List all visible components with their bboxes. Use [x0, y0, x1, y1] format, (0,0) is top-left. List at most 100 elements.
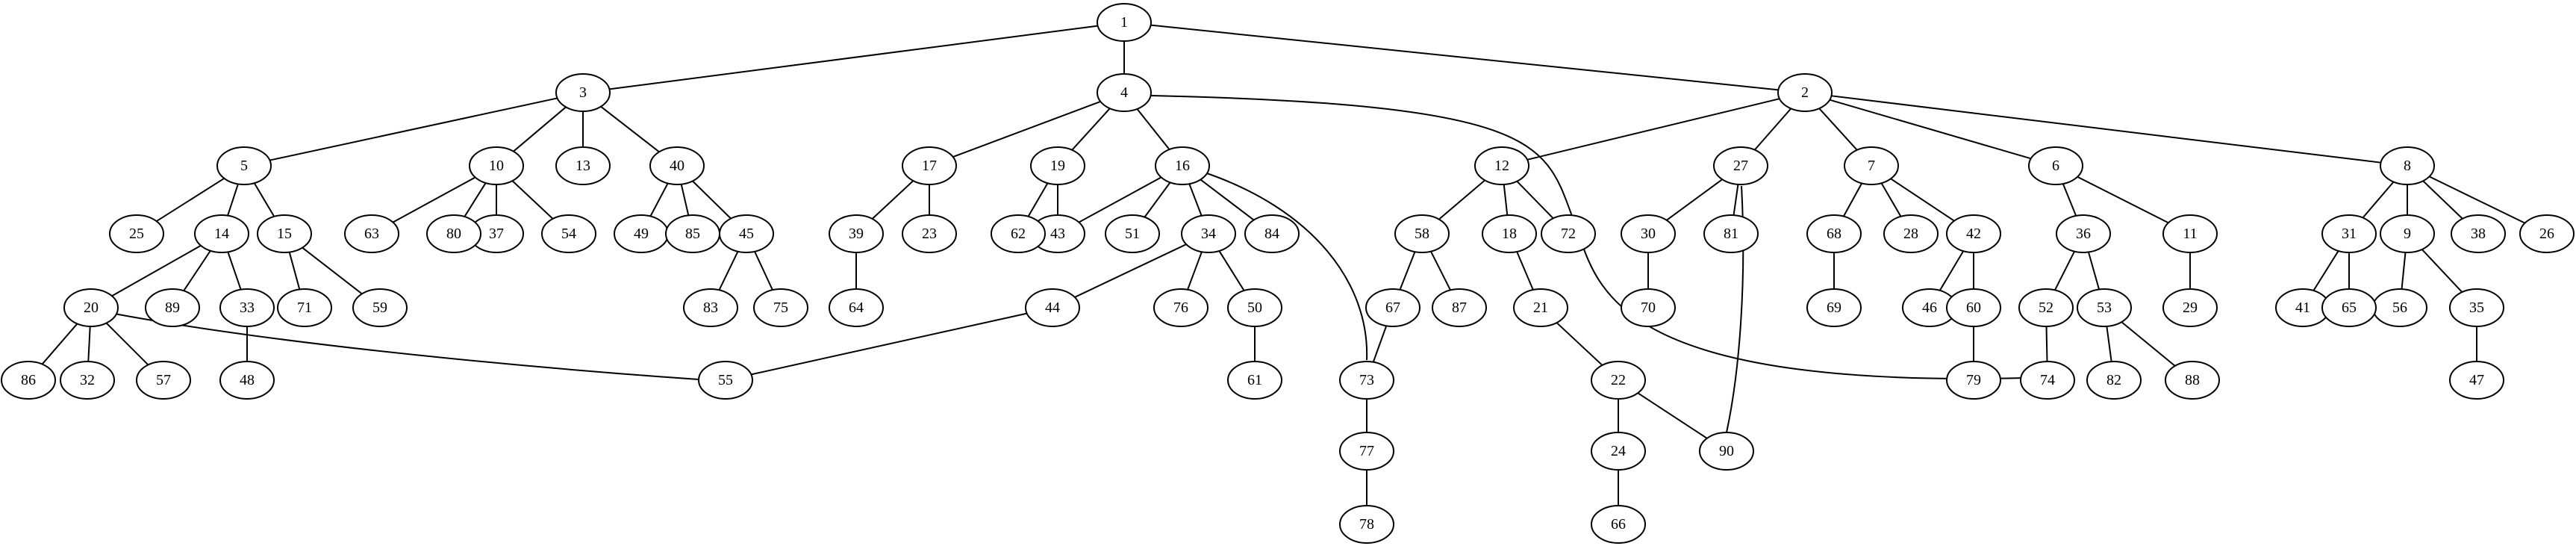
edge-3-10	[513, 106, 567, 152]
node-ellipse	[1339, 432, 1394, 471]
edge-16-73	[1202, 171, 1368, 361]
node-label: 17	[922, 158, 937, 174]
node-25: 25	[109, 214, 164, 253]
node-ellipse	[194, 214, 249, 253]
edge-31-41	[2313, 250, 2339, 291]
node-label: 35	[2469, 300, 2484, 316]
edge-10-54	[511, 180, 554, 220]
node-88: 88	[2165, 361, 2220, 400]
node-ellipse	[1482, 214, 1537, 253]
node-label: 26	[2539, 226, 2554, 242]
node-ellipse	[1541, 214, 1596, 253]
node-70: 70	[1621, 288, 1676, 327]
node-label: 5	[240, 158, 248, 174]
node-label: 73	[1359, 372, 1374, 388]
node-label: 65	[2342, 300, 2357, 316]
node-76: 76	[1153, 288, 1209, 327]
node-ellipse	[1703, 214, 1759, 253]
node-label: 44	[1045, 300, 1060, 316]
node-ellipse	[1806, 288, 1862, 327]
node-ellipse	[1591, 361, 1646, 400]
node-label: 30	[1641, 226, 1656, 242]
node-ellipse	[1244, 214, 1300, 253]
node-36: 36	[2056, 214, 2111, 253]
node-ellipse	[2165, 361, 2220, 400]
node-ellipse	[1105, 214, 1160, 253]
node-ellipse	[277, 288, 332, 327]
node-label: 33	[240, 300, 255, 316]
node-ellipse	[1621, 288, 1676, 327]
node-10: 10	[469, 146, 524, 185]
node-ellipse	[2162, 214, 2218, 253]
node-ellipse	[1025, 288, 1080, 327]
node-42: 42	[1946, 214, 2001, 253]
node-ellipse	[1, 361, 56, 400]
node-28: 28	[1883, 214, 1939, 253]
node-ellipse	[1513, 288, 1568, 327]
node-ellipse	[665, 214, 720, 253]
node-17: 17	[902, 146, 957, 185]
node-68: 68	[1806, 214, 1862, 253]
node-label: 74	[2040, 372, 2055, 388]
edge-14-33	[227, 251, 242, 291]
node-ellipse	[2056, 214, 2111, 253]
node-38: 38	[2451, 214, 2506, 253]
node-ellipse	[2018, 288, 2074, 327]
edge-20-57	[105, 322, 149, 366]
node-ellipse	[1591, 432, 1646, 471]
node-72: 72	[1541, 214, 1596, 253]
node-label: 19	[1050, 158, 1065, 174]
node-83: 83	[683, 288, 738, 327]
edge-3-5	[269, 97, 558, 161]
node-66: 66	[1591, 505, 1646, 544]
edge-21-22	[1556, 322, 1603, 366]
node-ellipse	[1153, 288, 1209, 327]
node-label: 52	[2039, 300, 2053, 316]
node-label: 4	[1120, 84, 1128, 101]
node-label: 40	[670, 158, 684, 174]
edge-2-8	[1831, 95, 2381, 164]
node-ellipse	[2086, 361, 2142, 400]
node-35: 35	[2449, 288, 2504, 327]
node-ellipse	[1227, 288, 1282, 327]
node-89: 89	[145, 288, 200, 327]
node-39: 39	[829, 214, 884, 253]
node-ellipse	[1946, 214, 2001, 253]
node-75: 75	[753, 288, 808, 327]
edge-16-51	[1144, 182, 1171, 218]
node-label: 36	[2076, 226, 2091, 242]
node-24: 24	[1591, 432, 1646, 471]
node-ellipse	[1030, 146, 1085, 185]
node-ellipse	[2020, 361, 2075, 400]
node-ellipse	[1844, 146, 1899, 185]
edge-2-27	[1753, 108, 1792, 151]
node-label: 64	[849, 300, 864, 316]
node-label: 28	[1903, 226, 1918, 242]
node-26: 26	[2519, 214, 2575, 253]
node-61: 61	[1227, 361, 1282, 400]
node-4: 4	[1097, 73, 1152, 112]
node-ellipse	[2451, 214, 2506, 253]
edge-36-53	[2087, 252, 2101, 290]
node-ellipse	[1946, 361, 2001, 400]
node-label: 32	[80, 372, 95, 388]
node-3: 3	[555, 73, 611, 112]
node-ellipse	[2380, 146, 2435, 185]
node-label: 21	[1533, 300, 1548, 316]
node-ellipse	[2321, 288, 2377, 327]
edge-19-62	[1027, 182, 1049, 217]
node-label: 62	[1011, 226, 1026, 242]
node-label: 16	[1175, 158, 1190, 174]
edge-7-28	[1880, 182, 1902, 217]
node-47: 47	[2449, 361, 2504, 400]
edge-3-40	[600, 105, 660, 153]
edge-8-38	[2422, 180, 2463, 220]
edge-40-85	[680, 184, 690, 216]
node-54: 54	[541, 214, 596, 253]
node-21: 21	[1513, 288, 1568, 327]
edge-1-2	[1150, 24, 1779, 91]
node-label: 27	[1733, 158, 1748, 174]
node-label: 45	[739, 226, 754, 242]
node-ellipse	[1946, 288, 2001, 327]
